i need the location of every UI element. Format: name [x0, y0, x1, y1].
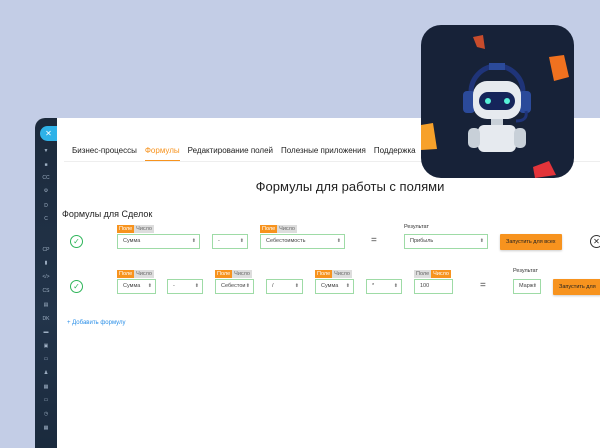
calendar-icon[interactable]: ▦ — [43, 384, 49, 390]
select-arrow-icon: ⬍ — [393, 283, 398, 289]
toggle-number[interactable]: Число — [431, 270, 451, 278]
book-icon[interactable]: ▤ — [43, 302, 49, 308]
delete-formula-icon[interactable]: ✕ — [590, 235, 600, 248]
formula-active-check-icon[interactable]: ✓ — [70, 235, 83, 248]
chat-icon[interactable]: ▬ — [43, 329, 49, 335]
toggle-number[interactable]: Число — [277, 225, 297, 233]
add-formula-link[interactable]: + Добавить формулу — [67, 320, 126, 326]
tab-useful-apps[interactable]: Полезные приложения — [281, 146, 366, 155]
tab-support[interactable]: Поддержка — [373, 146, 416, 155]
select-arrow-icon: ⬍ — [245, 283, 250, 289]
operator-select[interactable]: *⬍ — [366, 279, 402, 294]
toggle-field[interactable]: Поле — [117, 225, 135, 233]
robot-assistant-icon — [421, 35, 569, 178]
inbox-icon[interactable]: ▭ — [43, 397, 49, 403]
select-value: Прибыль — [410, 238, 434, 244]
select-arrow-icon: ⬍ — [239, 238, 244, 244]
number-input[interactable]: 100 — [414, 279, 453, 294]
result-select[interactable]: Прибыль ⬍ — [404, 234, 488, 249]
toggle-field[interactable]: Поле — [215, 270, 233, 278]
sidebar-item-d[interactable]: D — [44, 203, 48, 209]
tab-edit-fields[interactable]: Редактирование полей — [187, 146, 274, 155]
equals-sign: = — [480, 280, 486, 291]
select-arrow-icon: ⬍ — [336, 238, 341, 244]
operand-select[interactable]: Себестоимость ⬍ — [260, 234, 345, 249]
formula-active-check-icon[interactable]: ✓ — [70, 280, 83, 293]
select-arrow-icon: ⬍ — [191, 238, 196, 244]
tab-formulas[interactable]: Формулы — [144, 146, 180, 161]
operand-select[interactable]: Себестои⬍ — [215, 279, 254, 294]
select-arrow-icon: ⬍ — [147, 283, 152, 289]
result-select[interactable]: Марж⬍ — [513, 279, 541, 294]
tab-divider — [64, 161, 600, 162]
run-for-all-button[interactable]: Запустить для — [553, 279, 600, 295]
select-value: / — [272, 283, 274, 289]
sidebar-item-cs[interactable]: CS — [42, 288, 50, 294]
close-sidebar-button[interactable]: ✕ — [40, 126, 57, 141]
select-value: Себестоимость — [266, 238, 306, 244]
select-arrow-icon: ⬍ — [194, 283, 199, 289]
sidebar-item-c[interactable]: C — [44, 216, 48, 222]
tab-business-processes[interactable]: Бизнес-процессы — [72, 146, 137, 155]
toggle-number[interactable]: Число — [134, 225, 154, 233]
select-value: Сумма — [123, 283, 141, 289]
select-value: - — [218, 238, 220, 244]
toggle-number[interactable]: Число — [332, 270, 352, 278]
settings-icon[interactable]: ⚙ — [43, 188, 49, 194]
image-icon[interactable]: ▣ — [43, 343, 49, 349]
operand-select[interactable]: Сумма ⬍ — [117, 234, 200, 249]
operand-select[interactable]: Сумма ⬍ — [117, 279, 156, 294]
sidebar-item-cc[interactable]: CC — [42, 175, 50, 181]
grid-icon[interactable]: ▦ — [43, 425, 49, 431]
code-icon[interactable]: </> — [42, 274, 50, 280]
run-for-all-button[interactable]: Запустить для всех — [500, 234, 562, 250]
select-value: Себестои — [221, 283, 246, 289]
box-icon[interactable]: ■ — [44, 162, 48, 168]
operand-select[interactable]: Сумма ⬍ — [315, 279, 354, 294]
toggle-field[interactable]: Поле — [315, 270, 333, 278]
toggle-number[interactable]: Число — [134, 270, 154, 278]
robot-logo — [421, 25, 574, 178]
toggle-field[interactable]: Поле — [414, 270, 432, 278]
select-arrow-icon: ⬍ — [479, 238, 484, 244]
operator-select[interactable]: -⬍ — [167, 279, 203, 294]
operator-select[interactable]: -⬍ — [212, 234, 248, 249]
clock-icon[interactable]: ◷ — [43, 411, 49, 417]
select-value: Сумма — [123, 238, 141, 244]
select-value: Марж — [519, 283, 534, 289]
sidebar-item-cp[interactable]: CP — [42, 247, 50, 253]
result-label: Результат — [513, 268, 539, 274]
operator-select[interactable]: /⬍ — [266, 279, 303, 294]
select-arrow-icon: ⬍ — [345, 283, 350, 289]
car-icon[interactable]: ▭ — [43, 356, 49, 362]
toggle-number[interactable]: Число — [232, 270, 252, 278]
video-icon[interactable]: ▮ — [44, 260, 48, 266]
tab-bar: Бизнес-процессы Формулы Редактирование п… — [72, 146, 416, 161]
sidebar-item-dk[interactable]: DK — [42, 316, 50, 322]
sidebar — [35, 118, 57, 448]
select-value: * — [372, 283, 375, 289]
select-value: Сумма — [321, 283, 339, 289]
select-arrow-icon: ⬍ — [532, 283, 537, 289]
toggle-field[interactable]: Поле — [117, 270, 135, 278]
page-title: Формулы для работы с полями — [255, 179, 445, 194]
section-title: Формулы для Сделок — [62, 209, 153, 219]
select-value: - — [173, 283, 175, 289]
result-label: Результат — [404, 224, 430, 230]
users-icon[interactable]: ♟ — [43, 370, 49, 376]
equals-sign: = — [371, 235, 377, 246]
select-arrow-icon: ⬍ — [294, 283, 299, 289]
filter-icon[interactable]: ▼ — [43, 148, 49, 154]
toggle-field[interactable]: Поле — [260, 225, 278, 233]
